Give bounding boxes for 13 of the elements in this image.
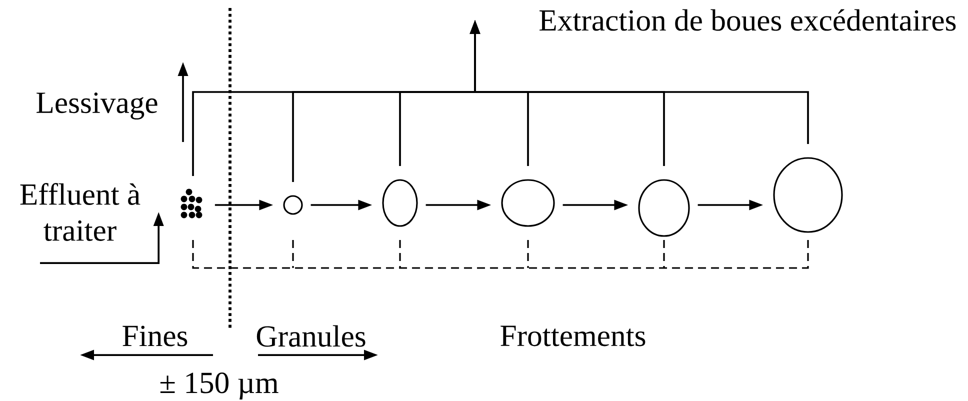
text-label: Granules xyxy=(256,325,366,347)
text-label: Lessivage xyxy=(36,92,158,120)
text-label: ± 150 µm xyxy=(160,372,278,400)
granule xyxy=(638,179,690,237)
text-label: Effluent à traiter xyxy=(20,183,140,241)
granule xyxy=(283,195,303,215)
granule xyxy=(501,179,555,227)
granule xyxy=(382,179,418,227)
text-label: Frottements xyxy=(500,326,646,346)
granule xyxy=(773,157,843,233)
text-label: Fines xyxy=(122,326,188,346)
text-label: Extraction de boues excédentaires xyxy=(539,9,956,31)
particle-cluster xyxy=(180,188,202,218)
